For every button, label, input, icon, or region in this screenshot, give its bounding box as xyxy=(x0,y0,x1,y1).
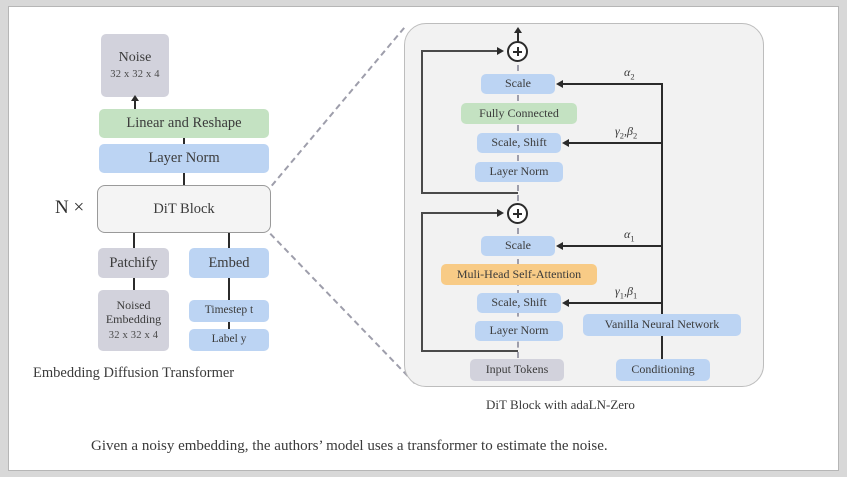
skip-top-horizontal-lower xyxy=(421,192,518,194)
node-patchify: Patchify xyxy=(98,248,169,278)
node-input-tokens: Input Tokens xyxy=(470,359,564,381)
arrow-noise-up xyxy=(131,95,139,101)
node-layer-norm-bottom-label: Layer Norm xyxy=(489,323,549,338)
node-scale-shift-bottom-label: Scale, Shift xyxy=(491,295,547,310)
label-alpha1: α1 xyxy=(624,227,635,244)
arrow-gamma-beta1 xyxy=(562,299,569,307)
edge-ditblock-to-patchify xyxy=(133,233,135,248)
node-noised-embedding-shape: 32 x 32 x 4 xyxy=(108,330,159,342)
node-conditioning: Conditioning xyxy=(616,359,710,381)
node-layer-norm-left: Layer Norm xyxy=(99,144,269,173)
arrow-alpha2 xyxy=(556,80,563,88)
node-label-y: Label y xyxy=(189,329,269,351)
edge-layernorm-to-ditblock xyxy=(183,173,185,185)
node-linear-and-reshape: Linear and Reshape xyxy=(99,109,269,138)
node-multi-head-self-attention: Muli-Head Self-Attention xyxy=(441,264,597,285)
zoom-connector-bottom xyxy=(269,233,416,385)
cond-branch-alpha1 xyxy=(563,245,663,247)
node-noised-embedding-line2: Embedding xyxy=(105,312,162,327)
edge-conditioning-to-vnn xyxy=(661,336,663,359)
label-gamma-beta1: γ1,β1 xyxy=(615,284,638,301)
edge-embed-to-timestep xyxy=(228,278,230,300)
arrow-skip-bottom xyxy=(497,209,504,217)
arrow-gamma-beta2 xyxy=(562,139,569,147)
node-multi-head-self-attention-label: Muli-Head Self-Attention xyxy=(456,266,582,281)
residual-add-bottom xyxy=(507,203,528,224)
node-layer-norm-top: Layer Norm xyxy=(475,162,563,182)
node-vanilla-neural-network: Vanilla Neural Network xyxy=(583,314,741,336)
node-input-tokens-label: Input Tokens xyxy=(485,362,549,377)
node-timestep: Timestep t xyxy=(189,300,269,322)
residual-add-top xyxy=(507,41,528,62)
figure-card: Noise 32 x 32 x 4 Linear and Reshape Lay… xyxy=(8,6,839,471)
edge-timestep-to-label xyxy=(228,322,230,329)
node-layer-norm-top-label: Layer Norm xyxy=(489,164,549,179)
node-scale-top-label: Scale xyxy=(505,76,531,91)
cond-branch-gamma-beta2 xyxy=(569,142,663,144)
node-noise: Noise 32 x 32 x 4 xyxy=(101,34,169,97)
skip-bottom-horizontal-lower xyxy=(421,350,518,352)
node-scale-shift-bottom: Scale, Shift xyxy=(477,293,561,313)
label-alpha2: α2 xyxy=(624,65,635,82)
node-conditioning-label: Conditioning xyxy=(631,362,695,377)
skip-top-vertical xyxy=(421,50,423,194)
edge-ditblock-to-embed xyxy=(228,233,230,248)
arrow-skip-top xyxy=(497,47,504,55)
diagram-stage: Noise 32 x 32 x 4 Linear and Reshape Lay… xyxy=(9,7,838,470)
node-scale-top: Scale xyxy=(481,74,555,94)
skip-bottom-horizontal-upper xyxy=(421,212,499,214)
node-vanilla-neural-network-label: Vanilla Neural Network xyxy=(604,317,720,332)
figure-bottom-caption: Given a noisy embedding, the authors’ mo… xyxy=(91,438,608,454)
node-scale-shift-top: Scale, Shift xyxy=(477,133,561,153)
arrow-alpha1 xyxy=(556,242,563,250)
edge-linear-to-layernorm xyxy=(183,138,185,144)
node-dit-block-label: DiT Block xyxy=(153,200,215,217)
right-diagram-caption: DiT Block with adaLN-Zero xyxy=(486,397,635,412)
node-noised-embedding: Noised Embedding 32 x 32 x 4 xyxy=(98,290,169,351)
zoom-connector-top xyxy=(271,27,405,187)
node-layer-norm-left-label: Layer Norm xyxy=(148,150,220,167)
node-noise-shape: 32 x 32 x 4 xyxy=(110,69,160,81)
node-timestep-label: Timestep t xyxy=(204,304,254,317)
node-linear-and-reshape-label: Linear and Reshape xyxy=(126,115,242,132)
arrow-block-output xyxy=(514,27,522,33)
node-dit-block[interactable]: DiT Block xyxy=(97,185,271,233)
node-embed-label: Embed xyxy=(208,254,250,271)
node-scale-shift-top-label: Scale, Shift xyxy=(491,135,547,150)
node-noise-label: Noise xyxy=(118,49,152,65)
node-embed: Embed xyxy=(189,248,269,278)
skip-top-horizontal-upper xyxy=(421,50,499,52)
node-scale-bottom: Scale xyxy=(481,236,555,256)
repeat-count-label: N × xyxy=(55,197,85,218)
label-gamma-beta2: γ2,β2 xyxy=(615,124,638,141)
node-layer-norm-bottom: Layer Norm xyxy=(475,321,563,341)
edge-patchify-to-noised-embedding xyxy=(133,278,135,290)
left-diagram-caption: Embedding Diffusion Transformer xyxy=(33,365,235,381)
node-scale-bottom-label: Scale xyxy=(505,238,531,253)
node-noised-embedding-line1: Noised xyxy=(116,297,151,312)
cond-branch-alpha2 xyxy=(563,83,663,85)
edge-noise-to-linear xyxy=(134,97,136,110)
node-patchify-label: Patchify xyxy=(109,254,158,271)
node-fully-connected-label: Fully Connected xyxy=(479,105,559,120)
conditioning-bus xyxy=(661,84,663,314)
node-fully-connected: Fully Connected xyxy=(461,103,577,124)
cond-branch-gamma-beta1 xyxy=(569,302,663,304)
skip-bottom-vertical xyxy=(421,212,423,352)
edge-block-output xyxy=(517,29,519,45)
node-label-y-label: Label y xyxy=(211,333,247,346)
